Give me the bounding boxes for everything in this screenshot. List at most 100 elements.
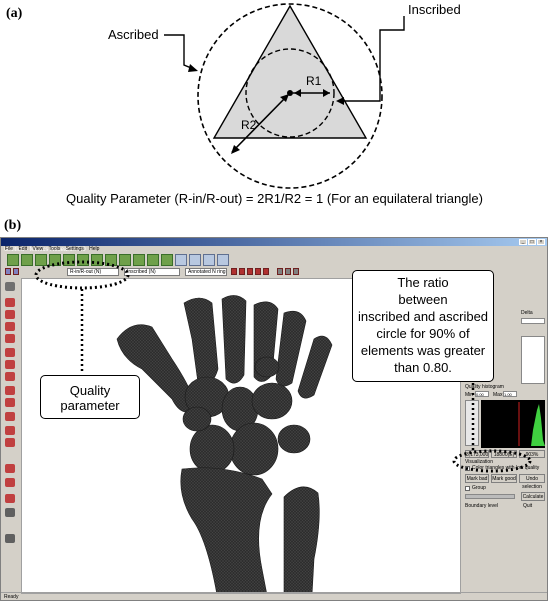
max-label: Max <box>493 392 503 398</box>
menu-file[interactable]: File <box>5 246 14 252</box>
menu-bar: File Edit View Tools Settings Help <box>1 246 547 253</box>
quality-parameter-select[interactable]: R-in/R-out (N) <box>67 268 119 276</box>
close-button[interactable]: × <box>537 239 545 245</box>
ascribed-leader <box>164 34 197 71</box>
delta-list[interactable] <box>521 336 545 384</box>
quality-formula: Quality Parameter (R-in/R-out) = 2R1/R2 … <box>66 191 483 206</box>
toolbar-triangle-icon[interactable] <box>7 254 19 266</box>
tool-icon-1[interactable] <box>231 268 237 275</box>
quit-label[interactable]: Quit <box>523 503 533 509</box>
group-checkbox[interactable] <box>465 486 470 491</box>
panel-b-label: (b) <box>4 218 22 233</box>
toolbar-cutting-icon[interactable] <box>189 254 201 266</box>
wrist-bone-mesh <box>116 295 333 593</box>
window-title: Untitled - Mimics Research 9.0 <box>4 247 86 253</box>
toolbar-reduce-icon[interactable] <box>35 254 47 266</box>
left-tool-icon-12[interactable] <box>5 426 15 435</box>
tool-icon-7[interactable] <box>285 268 291 275</box>
boundary-slider[interactable] <box>465 494 515 499</box>
boundary-level-label: Boundary level <box>465 503 499 509</box>
visualization-label: Visualization <box>465 459 493 465</box>
quality-histogram-title: Quality histogram <box>465 384 504 390</box>
delta-field[interactable] <box>521 318 545 324</box>
histogram-plot <box>518 402 545 446</box>
left-tool-icon-8[interactable] <box>5 372 15 381</box>
tool-icon-4[interactable] <box>255 268 261 275</box>
toolbar-subdivide-icon[interactable] <box>63 254 75 266</box>
tool-icon-2[interactable] <box>239 268 245 275</box>
ratio-callout: The ratio between inscribed and ascribed… <box>352 270 494 382</box>
status-bar: Ready <box>1 592 547 601</box>
left-tool-icon-10[interactable] <box>5 398 15 407</box>
ring-select[interactable]: Annotated N ring <box>185 268 227 276</box>
menu-settings[interactable]: Settings <box>65 246 84 252</box>
mark-bad-button[interactable]: Mark bad <box>465 474 489 483</box>
left-tool-icon-7[interactable] <box>5 360 15 369</box>
group-label: Group <box>472 485 486 491</box>
select-icon[interactable] <box>5 268 11 275</box>
toolbar-grid-icon[interactable] <box>147 254 159 266</box>
rotate-icon[interactable] <box>5 534 15 543</box>
panel-a-label: (a) <box>6 6 23 21</box>
r2-arrow <box>231 94 289 153</box>
left-tool-icon-2[interactable] <box>5 298 15 307</box>
left-tool-icon-11[interactable] <box>5 412 15 421</box>
menu-view[interactable]: View <box>32 246 44 252</box>
tool-icon-8[interactable] <box>293 268 299 275</box>
toolbar-toggle-icon[interactable] <box>203 254 215 266</box>
left-tool-icon-6[interactable] <box>5 348 15 357</box>
inscribed-label: Inscribed <box>408 2 461 17</box>
menu-edit[interactable]: Edit <box>18 246 28 252</box>
max-input[interactable]: 1.00 <box>503 391 517 397</box>
window-titlebar: Untitled - Mimics Research 9.0 <box>1 238 547 253</box>
triangle-shape <box>212 4 368 139</box>
min-label: Min <box>465 392 474 398</box>
mark-good-button[interactable]: Mark good <box>491 474 517 483</box>
maximize-button[interactable]: □ <box>528 239 536 245</box>
toolbar-connect-icon[interactable] <box>119 254 131 266</box>
toolbar-unwrap-icon[interactable] <box>161 254 173 266</box>
r1-label: R1 <box>306 74 322 88</box>
menu-help[interactable]: Help <box>89 246 100 252</box>
ascribed-label: Ascribed <box>108 27 159 42</box>
left-tool-icon-1[interactable] <box>5 282 15 291</box>
calculate-button[interactable]: Calculate <box>521 492 545 501</box>
inscribed-select[interactable]: Inscribed (N) <box>124 268 180 276</box>
toolbar-triangle2-icon[interactable] <box>133 254 145 266</box>
tool-icon-6[interactable] <box>277 268 283 275</box>
inscribed-leader <box>340 16 405 102</box>
triangle-diagram <box>164 3 405 189</box>
toolbar-generate-icon[interactable] <box>175 254 187 266</box>
quality-highlight-ellipse <box>34 260 130 290</box>
annotation-overlay <box>34 260 532 473</box>
measure-icon[interactable] <box>5 494 15 503</box>
toolbar-smooth-icon[interactable] <box>21 254 33 266</box>
mimics-window: Untitled - Mimics Research 9.0 _ □ × Fil… <box>0 237 548 601</box>
view-icon[interactable] <box>5 508 15 517</box>
pan-icon[interactable] <box>5 478 15 487</box>
left-tool-icon-3[interactable] <box>5 310 15 319</box>
r2-label: R2 <box>241 118 257 132</box>
min-input[interactable]: 0.00 <box>475 391 489 397</box>
delta-header: Delta <box>521 310 533 316</box>
pointer-icon[interactable] <box>13 268 19 275</box>
quality-parameter-callout: Quality parameter <box>40 375 140 419</box>
menu-tools[interactable]: Tools <box>48 246 61 252</box>
color-triangles-label: Color triangles with low quality <box>472 465 540 471</box>
ascribed-circle <box>197 3 383 189</box>
left-tool-icon-13[interactable] <box>5 438 15 447</box>
tool-icon-5[interactable] <box>263 268 269 275</box>
left-tool-icon-5[interactable] <box>5 334 15 343</box>
left-tool-icon-9[interactable] <box>5 386 15 395</box>
quality-histogram <box>481 400 545 448</box>
zoom-icon[interactable] <box>5 464 15 473</box>
ratio-highlight-ellipse <box>452 449 532 473</box>
left-tool-icon-4[interactable] <box>5 322 15 331</box>
toolbar-edges-icon[interactable] <box>77 254 89 266</box>
undo-selection-button[interactable]: Undo selection <box>519 474 545 490</box>
inscribed-circle <box>245 48 335 138</box>
toolbar-allvis-icon[interactable] <box>217 254 229 266</box>
stat-edges: 18800(E) <box>491 450 517 458</box>
tool-icon-3[interactable] <box>247 268 253 275</box>
minimize-button[interactable]: _ <box>519 239 527 245</box>
